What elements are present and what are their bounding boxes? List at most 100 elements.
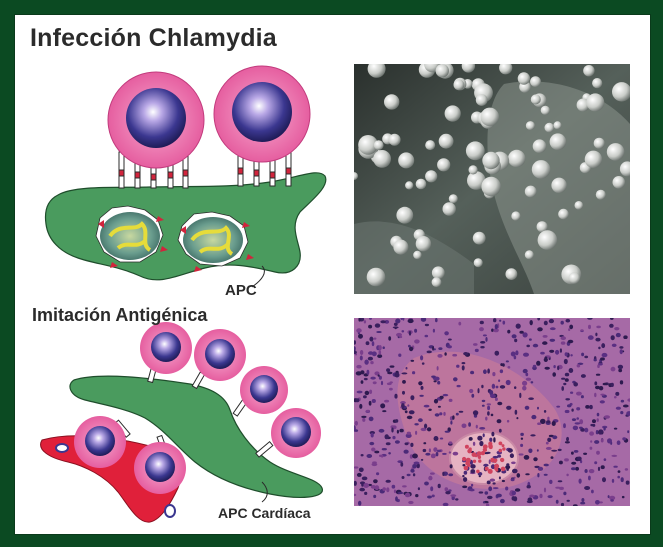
histo-nucleus	[388, 452, 391, 455]
histo-nucleus	[431, 494, 435, 498]
histo-nucleus	[537, 327, 543, 332]
histo-nucleus	[356, 390, 363, 394]
histo-nucleus	[537, 318, 541, 321]
histo-nucleus	[558, 460, 563, 465]
histo-nucleus	[542, 335, 548, 338]
histo-nucleus	[463, 352, 469, 356]
histo-nucleus	[485, 416, 488, 421]
sem-particle	[537, 230, 558, 250]
histo-nucleus	[594, 392, 597, 398]
histo-nucleus	[484, 491, 489, 495]
histo-nucleus	[610, 366, 616, 372]
histo-nucleus	[611, 478, 615, 483]
histo-nucleus	[498, 379, 501, 382]
histo-nucleus	[422, 448, 427, 453]
sem-particle	[568, 272, 581, 284]
histo-nucleus	[402, 485, 407, 488]
histo-nucleus	[537, 422, 542, 425]
histo-nucleus	[623, 335, 628, 339]
histo-nucleus	[392, 435, 396, 440]
sem-particle	[468, 165, 478, 175]
histo-nucleus	[620, 477, 624, 483]
histo-nucleus	[359, 403, 363, 409]
sem-particle	[384, 94, 400, 110]
histo-nucleus	[455, 498, 459, 501]
histo-nucleus	[610, 382, 614, 387]
histo-nucleus	[461, 362, 466, 365]
histo-nucleus	[404, 410, 408, 414]
histo-nucleus	[574, 422, 581, 425]
histo-nucleus	[359, 487, 365, 492]
histo-nucleus	[613, 427, 618, 430]
histo-nucleus	[600, 465, 605, 470]
histo-nucleus	[565, 318, 571, 323]
histo-nucleus	[588, 469, 595, 474]
sem-particle	[619, 161, 630, 177]
histo-nucleus	[474, 348, 479, 353]
histo-nucleus	[481, 399, 486, 403]
histo-nucleus	[543, 410, 547, 413]
histo-nucleus	[509, 453, 514, 458]
histo-nucleus	[456, 384, 461, 388]
cardiac-cell-dots	[55, 443, 176, 518]
mimicry-diagram	[40, 322, 323, 523]
histo-rbc	[490, 457, 495, 462]
histo-nucleus	[524, 405, 530, 410]
histo-rbc	[498, 441, 503, 446]
histo-nucleus	[390, 425, 395, 429]
histo-nucleus	[405, 433, 412, 438]
histo-nucleus	[406, 415, 413, 420]
histo-nucleus	[552, 435, 558, 440]
histo-nucleus	[596, 450, 600, 455]
histo-nucleus	[423, 404, 430, 408]
histo-nucleus	[561, 386, 564, 391]
histo-nucleus	[595, 500, 600, 505]
sem-particle	[354, 172, 358, 181]
histo-nucleus	[436, 366, 439, 371]
histo-nucleus	[514, 386, 517, 389]
histo-nucleus	[489, 390, 494, 396]
sem-particle	[425, 140, 436, 151]
histo-nucleus	[567, 339, 574, 344]
histo-nucleus	[571, 461, 577, 465]
histo-nucleus	[592, 423, 596, 427]
histo-nucleus	[412, 371, 416, 375]
histo-nucleus	[614, 396, 617, 399]
histo-nucleus	[385, 442, 391, 446]
histo-nucleus	[486, 403, 491, 406]
histo-nucleus	[594, 461, 598, 465]
histo-nucleus	[420, 355, 424, 361]
histo-nucleus	[480, 346, 485, 349]
histo-nucleus	[368, 324, 373, 329]
histo-nucleus	[396, 429, 399, 434]
histo-nucleus	[617, 364, 624, 370]
sem-particle	[393, 239, 409, 255]
histo-nucleus	[425, 452, 431, 456]
histo-nucleus	[477, 435, 483, 441]
histo-nucleus	[483, 463, 489, 467]
sem-particle	[517, 72, 531, 85]
histo-nucleus	[399, 335, 403, 339]
histo-nucleus	[428, 408, 432, 411]
histo-nucleus	[369, 431, 375, 435]
histo-nucleus	[599, 400, 605, 404]
histo-nucleus	[550, 456, 554, 459]
histo-nucleus	[510, 351, 516, 357]
histo-nucleus	[414, 328, 418, 333]
histo-nucleus	[609, 323, 614, 328]
histo-nucleus	[566, 436, 569, 441]
sem-particle	[461, 64, 476, 73]
histo-nucleus	[507, 366, 511, 369]
histo-nucleus	[359, 355, 363, 361]
histo-nucleus	[576, 364, 581, 368]
histo-nucleus	[420, 385, 424, 390]
chlamydia-bacterium-right	[213, 65, 311, 163]
histo-nucleus	[563, 358, 568, 365]
sem-particle	[525, 121, 535, 131]
histo-nucleus	[410, 359, 415, 362]
histo-nucleus	[453, 377, 458, 382]
histo-nucleus	[549, 479, 553, 484]
apc-label: APC	[225, 282, 257, 299]
histo-nucleus	[433, 380, 437, 383]
histo-nucleus	[360, 380, 364, 384]
